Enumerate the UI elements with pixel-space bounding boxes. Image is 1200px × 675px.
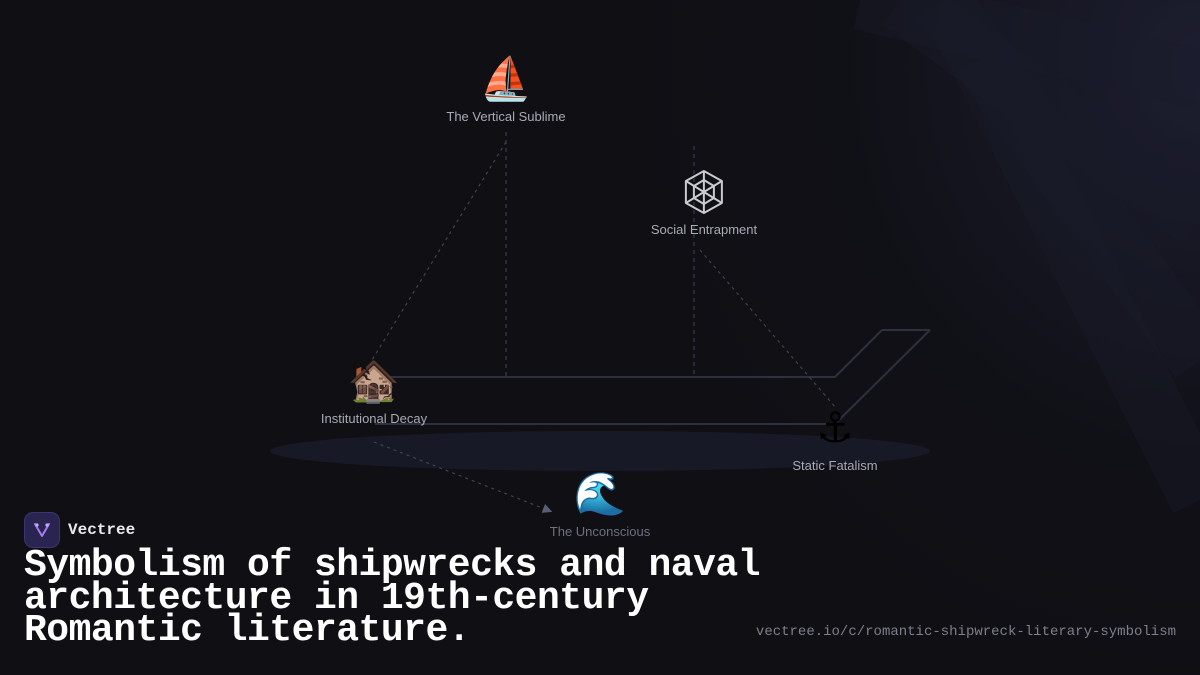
node-institutional-decay[interactable]: 🏚️ Institutional Decay <box>321 357 427 426</box>
connector-sublime-to-decay <box>371 141 507 361</box>
node-vertical-sublime[interactable]: ⛵ The Vertical Sublime <box>446 55 565 124</box>
brand[interactable]: Vectree <box>24 512 135 548</box>
node-label: Social Entrapment <box>650 222 758 237</box>
derelict-house-icon: 🏚️ <box>347 357 401 404</box>
node-the-unconscious[interactable]: 🌊 The Unconscious <box>550 470 650 539</box>
page-title: Symbolism of shipwrecks and naval archit… <box>24 544 761 652</box>
spider-web-icon <box>680 168 728 216</box>
vectree-logo-icon <box>24 512 60 548</box>
node-label: The Unconscious <box>549 524 651 539</box>
connector-entrapment-to-fatalism <box>699 249 837 409</box>
sailboat-icon: ⛵ <box>479 55 533 102</box>
node-label: Static Fatalism <box>792 458 878 473</box>
source-url[interactable]: vectree.io/c/romantic-shipwreck-literary… <box>755 624 1176 640</box>
water-wave-icon: 🌊 <box>573 470 627 517</box>
node-social-entrapment[interactable]: Social Entrapment <box>651 168 757 237</box>
node-static-fatalism[interactable]: ⚓ Static Fatalism <box>792 404 877 473</box>
ship-hull-outline <box>370 329 931 425</box>
brand-name: Vectree <box>68 521 136 539</box>
anchor-icon: ⚓ <box>816 404 854 451</box>
node-label: Institutional Decay <box>320 411 428 426</box>
node-label: The Vertical Sublime <box>446 109 566 124</box>
connector-lines <box>371 141 837 513</box>
ship-masts <box>505 132 695 377</box>
hull-shadow <box>270 431 930 471</box>
